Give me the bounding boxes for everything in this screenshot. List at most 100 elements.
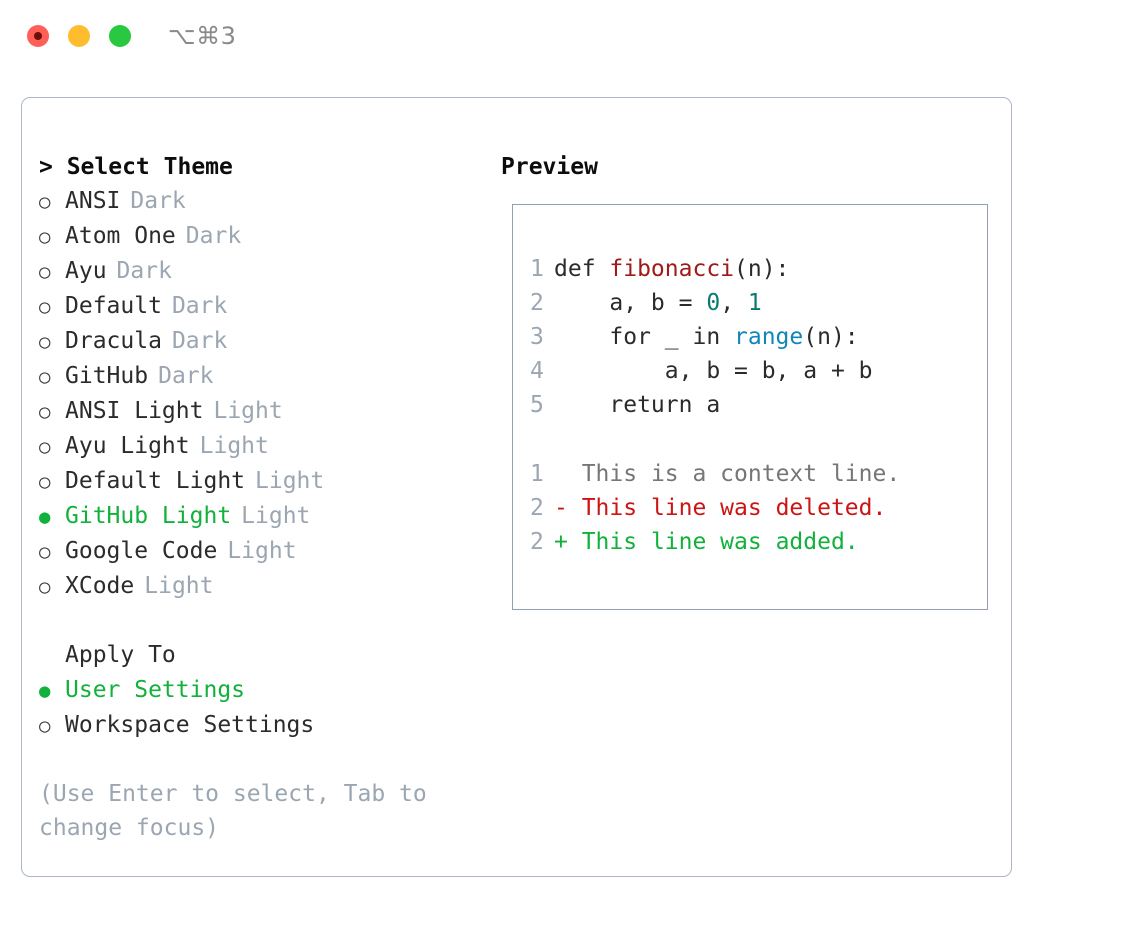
diff-sign: +: [554, 529, 568, 555]
traffic-light-buttons: [27, 25, 131, 47]
theme-option-label: Default: [65, 293, 162, 319]
radio-selected-icon[interactable]: ●: [39, 680, 51, 702]
select-theme-header: > Select Theme: [39, 154, 233, 180]
theme-option-label: Ayu: [65, 258, 107, 284]
diff-sign: [554, 461, 568, 487]
theme-variant-badge: Dark: [116, 258, 172, 284]
code-token-plain: (n):: [803, 324, 859, 350]
code-line-number: 2: [530, 290, 544, 316]
theme-option-label: Ayu Light: [65, 433, 190, 459]
radio-unselected-icon[interactable]: ○: [39, 226, 51, 248]
theme-option-label: Atom One: [65, 223, 176, 249]
code-line-number: 4: [530, 358, 544, 384]
radio-unselected-icon[interactable]: ○: [39, 471, 51, 493]
theme-variant-badge: Dark: [171, 328, 228, 354]
radio-unselected-icon[interactable]: ○: [39, 191, 51, 213]
apply-to-option-label: User Settings: [65, 677, 246, 703]
theme-option-label: Google Code: [65, 538, 218, 564]
theme-variant-badge: Dark: [171, 293, 228, 319]
code-token-plain: for _ in: [554, 324, 735, 350]
apply-to-header-row: ○ Apply To: [39, 638, 479, 673]
code-token-plain: return a: [554, 392, 721, 418]
theme-option-ansi[interactable]: ○ ANSI Dark: [39, 184, 479, 219]
theme-option-label: Default Light: [65, 468, 246, 494]
theme-option-ayu-light[interactable]: ○ Ayu Light Light: [39, 429, 479, 464]
diff-line-context: 1 This is a context line.: [530, 457, 900, 491]
keyboard-hint-text: (Use Enter to select, Tab to change focu…: [39, 781, 441, 841]
code-token-function: fibonacci: [609, 256, 735, 282]
theme-option-github-light[interactable]: ● GitHub Light Light: [39, 499, 479, 534]
theme-option-label: GitHub Light: [65, 503, 232, 529]
code-line: 3 for _ in range(n):: [530, 320, 873, 354]
code-line-number: 3: [530, 324, 544, 350]
diff-line-number: 1: [530, 461, 544, 487]
minimize-button-icon[interactable]: [68, 25, 90, 47]
code-line: 4 a, b = b, a + b: [530, 354, 873, 388]
theme-option-default[interactable]: ○ Default Dark: [39, 289, 479, 324]
diff-line-number: 2: [530, 529, 544, 555]
radio-unselected-icon[interactable]: ○: [39, 401, 51, 423]
radio-unselected-icon[interactable]: ○: [39, 576, 51, 598]
diff-line-number: 2: [530, 495, 544, 521]
diff-sample: 1 This is a context line.2- This line wa…: [530, 457, 900, 559]
radio-unselected-icon[interactable]: ○: [39, 541, 51, 563]
theme-option-ayu[interactable]: ○ Ayu Dark: [39, 254, 479, 289]
theme-option-label: XCode: [65, 573, 135, 599]
theme-variant-badge: Light: [199, 433, 269, 459]
maximize-button-icon[interactable]: [109, 25, 131, 47]
apply-to-option-user-settings[interactable]: ● User Settings: [39, 673, 479, 708]
code-token-builtin: range: [734, 324, 804, 350]
theme-variant-badge: Dark: [130, 188, 186, 214]
theme-option-label: Dracula: [65, 328, 162, 354]
code-token-plain: (n):: [734, 256, 790, 282]
radio-unselected-icon[interactable]: ○: [39, 261, 51, 283]
theme-variant-badge: Light: [241, 503, 311, 529]
diff-line-deleted: 2- This line was deleted.: [530, 491, 900, 525]
theme-option-atom-one[interactable]: ○ Atom One Dark: [39, 219, 479, 254]
theme-option-label: GitHub: [65, 363, 149, 389]
code-line: 2 a, b = 0, 1: [530, 286, 873, 320]
radio-unselected-icon[interactable]: ○: [39, 366, 51, 388]
code-token-plain: a, b =: [554, 290, 707, 316]
radio-unselected-icon[interactable]: ○: [39, 436, 51, 458]
code-token-number: 0: [706, 290, 721, 316]
radio-unselected-icon[interactable]: ○: [39, 715, 51, 737]
radio-unselected-icon[interactable]: ○: [39, 296, 51, 318]
code-line: 5 return a: [530, 388, 873, 422]
hint-spacer: [39, 743, 479, 777]
keyboard-shortcut-label: ⌥⌘3: [168, 22, 237, 50]
diff-sign: -: [554, 495, 568, 521]
theme-variant-badge: Light: [144, 573, 214, 599]
diff-text: This line was deleted.: [567, 495, 887, 521]
apply-to-option-workspace-settings[interactable]: ○Workspace Settings: [39, 708, 479, 743]
theme-option-xcode[interactable]: ○ XCode Light: [39, 569, 479, 604]
theme-variant-badge: Dark: [185, 223, 242, 249]
apply-to-option-list[interactable]: ● User Settings ○Workspace Settings: [39, 673, 479, 743]
code-token-number: 1: [747, 290, 762, 316]
radio-unselected-icon[interactable]: ○: [39, 331, 51, 353]
list-spacer: [39, 604, 479, 638]
apply-to-header-marker-placeholder: ○: [39, 639, 65, 673]
theme-option-label: ANSI: [65, 188, 121, 214]
code-token-plain: a, b = b, a + b: [554, 358, 873, 384]
diff-text: This line was added.: [567, 529, 859, 555]
theme-option-label: ANSI Light: [65, 398, 204, 424]
code-token-plain: ,: [720, 290, 748, 316]
title-bar: ⌥⌘3: [0, 0, 1140, 78]
code-token-keyword: def: [554, 256, 610, 282]
code-line-number: 5: [530, 392, 544, 418]
close-button-icon[interactable]: [27, 25, 49, 47]
theme-option-dracula[interactable]: ○ Dracula Dark: [39, 324, 479, 359]
radio-selected-icon[interactable]: ●: [39, 506, 51, 528]
